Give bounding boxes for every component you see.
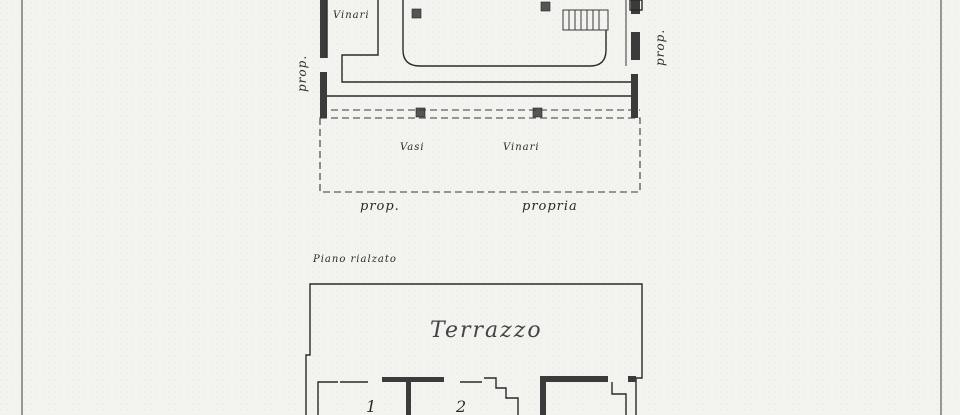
staircase-icon bbox=[562, 9, 609, 31]
right-wall-lower bbox=[631, 74, 638, 118]
interior-walls bbox=[317, 376, 636, 415]
label-propria-bottom: propria bbox=[522, 199, 578, 214]
right-wall-top bbox=[631, 0, 640, 14]
pillar bbox=[540, 1, 551, 12]
cellar-room-outline bbox=[402, 0, 607, 67]
left-wall-lower bbox=[320, 72, 327, 118]
pillar bbox=[415, 107, 426, 118]
room-number-2: 2 bbox=[455, 397, 467, 415]
room-number-1: 1 bbox=[366, 397, 377, 415]
label-vinari-bottom: Vinari bbox=[503, 142, 540, 153]
ground-floor-title: Piano rialzato bbox=[312, 254, 397, 265]
left-wall-upper bbox=[320, 0, 327, 58]
label-prop-right: prop. bbox=[653, 29, 667, 66]
pillar bbox=[411, 8, 422, 19]
ground-floor-outline bbox=[305, 283, 643, 415]
page-frame bbox=[21, 0, 942, 415]
vasi-vinari-area bbox=[319, 117, 641, 193]
right-wall-mid bbox=[631, 32, 640, 60]
label-prop-bottom: prop. bbox=[360, 199, 400, 214]
inner-corridor-wall bbox=[341, 0, 631, 83]
label-terrace: Terrazzo bbox=[430, 318, 543, 343]
pillar bbox=[532, 107, 543, 118]
ground-floor-plan: Piano rialzato Terrazzo 1 2 bbox=[305, 254, 643, 415]
label-prop-left: prop. bbox=[295, 55, 309, 92]
label-vasi: Vasi bbox=[400, 142, 425, 153]
cellar-plan: Vinari prop. prop. Vasi Vinari prop. pro… bbox=[295, 0, 667, 214]
label-vinari-top: Vinari bbox=[333, 10, 370, 21]
